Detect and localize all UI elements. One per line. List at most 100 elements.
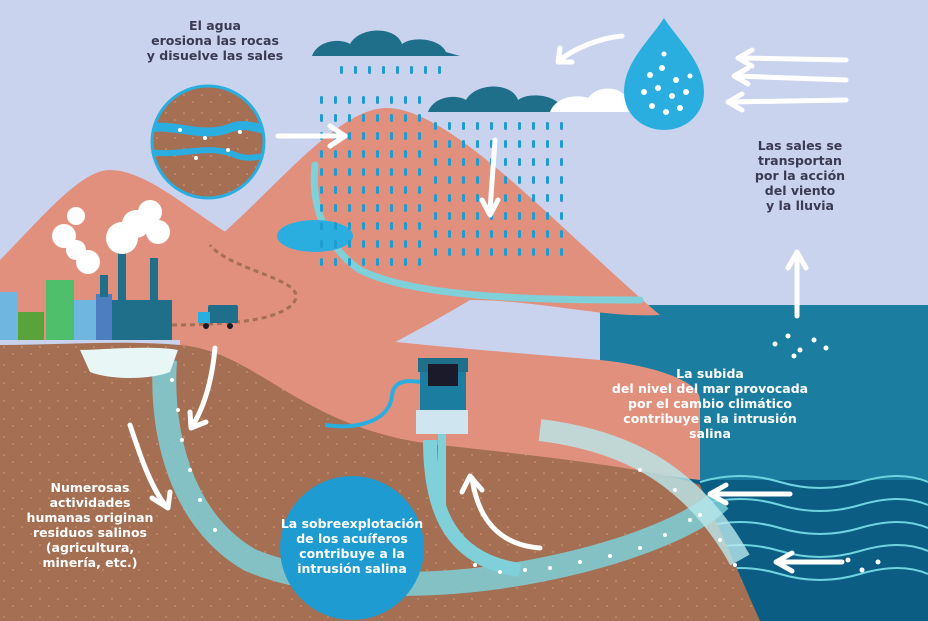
rain-drop bbox=[376, 96, 379, 104]
rain-drop bbox=[546, 158, 549, 166]
rain-drop bbox=[504, 158, 507, 166]
rain-drop bbox=[334, 258, 337, 266]
rain-drop bbox=[546, 194, 549, 202]
rain-drop bbox=[390, 114, 393, 122]
rain-drop bbox=[518, 194, 521, 202]
label-line: Numerosas bbox=[50, 480, 130, 495]
rain-drop bbox=[546, 140, 549, 148]
rain-drop bbox=[362, 150, 365, 158]
rain-drop bbox=[376, 186, 379, 194]
rain-drop bbox=[362, 132, 365, 140]
rain-drop bbox=[434, 122, 437, 130]
rain-drop bbox=[334, 222, 337, 230]
rain-drop bbox=[518, 248, 521, 256]
rain-drop bbox=[518, 140, 521, 148]
rain-drop bbox=[348, 96, 351, 104]
mountain-lake bbox=[277, 220, 353, 252]
rain-drop bbox=[348, 150, 351, 158]
rain-drop bbox=[532, 176, 535, 184]
label-line: y disuelve las sales bbox=[146, 48, 284, 63]
rain-drop bbox=[546, 248, 549, 256]
rain-drop bbox=[354, 66, 357, 74]
label-line: Las sales se bbox=[757, 138, 843, 153]
rain-drop bbox=[546, 230, 549, 238]
rain-drop bbox=[418, 150, 421, 158]
rain-drop bbox=[434, 140, 437, 148]
rain-drop bbox=[418, 114, 421, 122]
label-line: y la lluvia bbox=[766, 198, 834, 213]
rain-drop bbox=[448, 248, 451, 256]
rain-drop bbox=[418, 240, 421, 248]
well-pump-icon bbox=[324, 358, 468, 514]
rain-drop bbox=[390, 96, 393, 104]
rain-drop bbox=[376, 132, 379, 140]
salt-water-drop-icon bbox=[624, 18, 704, 130]
rain-drop bbox=[320, 168, 323, 176]
rain-drop bbox=[546, 176, 549, 184]
label-line: (agricultura, bbox=[45, 540, 135, 555]
rain-drop bbox=[348, 168, 351, 176]
rain-drop bbox=[434, 248, 437, 256]
rain-drop bbox=[424, 66, 427, 74]
rain-drop bbox=[390, 258, 393, 266]
rain-drop bbox=[362, 168, 365, 176]
rain-drop bbox=[448, 230, 451, 238]
rain-drop bbox=[418, 258, 421, 266]
rain-drop bbox=[320, 96, 323, 104]
label-line: erosiona las rocas bbox=[151, 33, 279, 48]
rain-drop bbox=[504, 194, 507, 202]
rain-drop bbox=[376, 150, 379, 158]
rain-drop bbox=[320, 240, 323, 248]
rain-drop bbox=[462, 248, 465, 256]
label-line: salina bbox=[689, 426, 731, 441]
rain-drop bbox=[462, 212, 465, 220]
rain-drop bbox=[546, 212, 549, 220]
rain-drop bbox=[334, 168, 337, 176]
rain-drop bbox=[532, 194, 535, 202]
flow-arrows bbox=[127, 33, 849, 574]
rain-drop bbox=[390, 132, 393, 140]
rain-drop bbox=[376, 168, 379, 176]
rain-drop bbox=[476, 122, 479, 130]
rain-drop bbox=[320, 258, 323, 266]
rain-drop bbox=[490, 248, 493, 256]
rain-drop bbox=[560, 158, 563, 166]
rain-drop bbox=[320, 186, 323, 194]
rain-drop bbox=[418, 204, 421, 212]
rain-drop bbox=[532, 158, 535, 166]
rain-drop bbox=[418, 96, 421, 104]
rain-drop bbox=[404, 132, 407, 140]
rain-drop bbox=[462, 140, 465, 148]
label-line: del viento bbox=[764, 183, 836, 198]
rain-drop bbox=[438, 66, 441, 74]
truck-icon bbox=[198, 305, 238, 329]
rain-drop bbox=[490, 122, 493, 130]
rain-drop bbox=[404, 168, 407, 176]
rain-drop bbox=[532, 212, 535, 220]
rain-drop bbox=[334, 150, 337, 158]
rain-drop bbox=[476, 140, 479, 148]
rain-drop bbox=[462, 230, 465, 238]
rain-drop bbox=[434, 212, 437, 220]
rain-drop bbox=[390, 150, 393, 158]
rain-drop bbox=[362, 204, 365, 212]
label-line: contribuye a la intrusión bbox=[623, 411, 797, 426]
rain-drop bbox=[376, 240, 379, 248]
rain-drop bbox=[376, 114, 379, 122]
rain-drop bbox=[532, 230, 535, 238]
rain-drop bbox=[320, 150, 323, 158]
rain-drop bbox=[362, 258, 365, 266]
rain-drop bbox=[348, 186, 351, 194]
rain-drop bbox=[518, 212, 521, 220]
rain-drop bbox=[376, 258, 379, 266]
label-line: actividades bbox=[49, 495, 131, 510]
rain-drop bbox=[560, 122, 563, 130]
rain-drop bbox=[448, 176, 451, 184]
rain-drop bbox=[518, 122, 521, 130]
mountain-river bbox=[310, 161, 644, 304]
label-line: del nivel del mar provocada bbox=[611, 381, 809, 396]
rain-drop bbox=[320, 204, 323, 212]
